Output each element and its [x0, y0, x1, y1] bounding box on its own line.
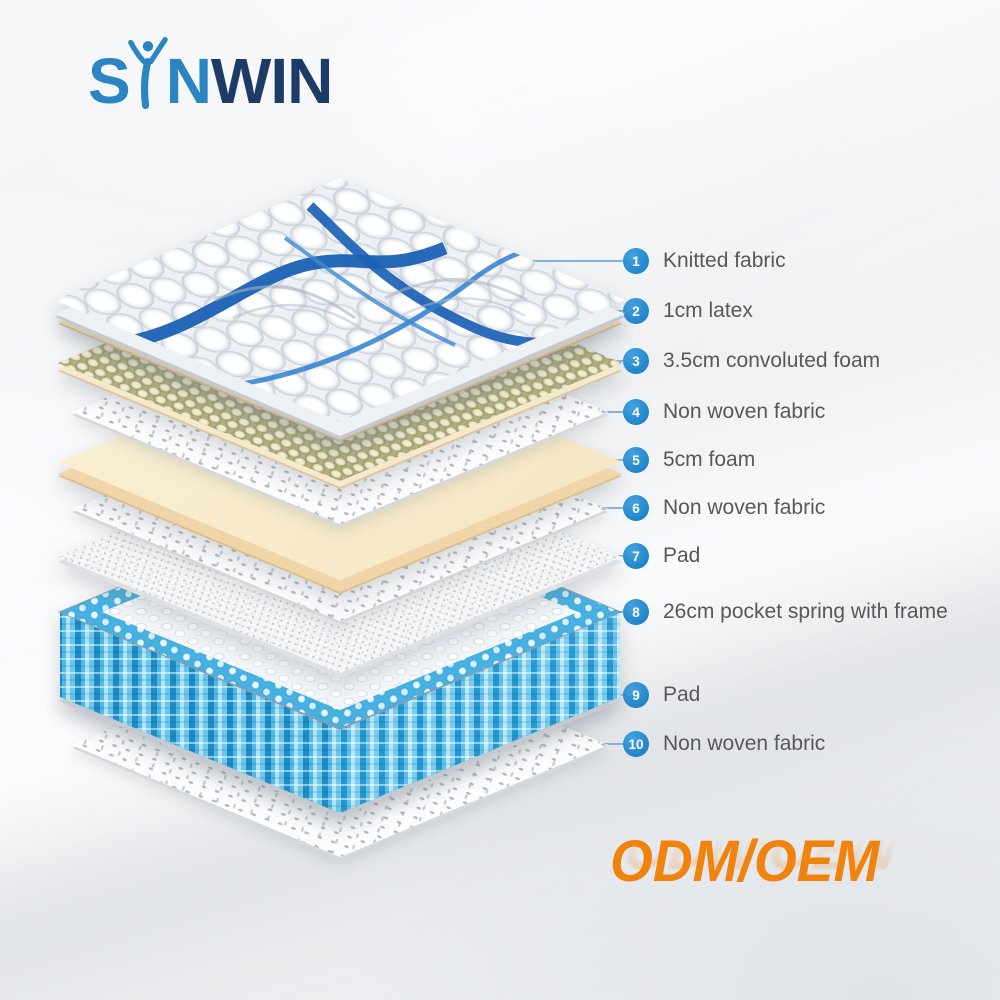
logo-letter-n: N [165, 45, 212, 117]
layer-label: Pad [663, 544, 701, 567]
logo-letter-s: S [88, 45, 131, 117]
layer-label: 3.5cm convoluted foam [663, 349, 881, 372]
callout-non-woven-2: 6 Non woven fabric [553, 495, 825, 521]
callout-non-woven-3: 10 Non woven fabric [553, 731, 825, 757]
odm-oem-text: ODM/OEM [610, 829, 880, 894]
layer-label: Non woven fabric [663, 496, 826, 519]
callout-number-badge: 4 [623, 399, 649, 425]
person-cheering-icon [127, 37, 168, 110]
callout-number-badge: 6 [623, 495, 649, 521]
callout-number-badge: 3 [623, 348, 649, 374]
layer-label: Non woven fabric [663, 400, 826, 423]
callout-knitted-fabric: 1 Knitted fabric [523, 248, 786, 274]
callout-number-badge: 8 [623, 599, 649, 625]
callout-number-badge: 7 [623, 543, 649, 569]
callout-pad-1: 7 Pad [553, 543, 700, 569]
layer-label: Non woven fabric [663, 732, 826, 755]
layer-knitted-fabric [55, 178, 625, 439]
leader-line [523, 260, 623, 262]
fabric-pattern-swirls [123, 202, 606, 391]
odm-oem-reflection: ODM/OEM [610, 816, 913, 881]
logo-word-win: WIN [210, 45, 333, 117]
layer-label: Pad [663, 683, 701, 706]
callout-number-badge: 5 [623, 447, 649, 473]
brand-logo: S N WIN [88, 37, 333, 117]
layer-label: Knitted fabric [663, 249, 786, 272]
callout-number-badge: 2 [623, 298, 649, 324]
layer-label: 26cm pocket spring with frame [663, 600, 948, 623]
callout-number-badge: 10 [623, 731, 649, 757]
layer-surface [55, 178, 625, 422]
callout-convoluted-foam: 3 3.5cm convoluted foam [553, 348, 880, 374]
layer-label: 1cm latex [663, 299, 753, 322]
callout-number-badge: 1 [623, 248, 649, 274]
callout-foam: 5 5cm foam [553, 447, 755, 473]
callout-number-badge: 9 [623, 682, 649, 708]
layer-label: 5cm foam [663, 448, 756, 471]
